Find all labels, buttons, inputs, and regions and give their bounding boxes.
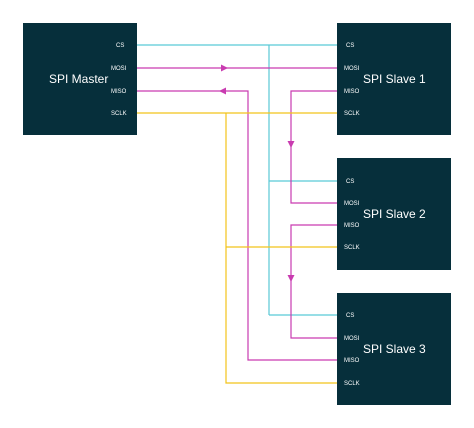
wires [137, 44, 343, 384]
spi-slave-1-title: SPI Slave 1 [363, 72, 426, 86]
slave-2-pin-cs: CS [346, 179, 354, 185]
chain-wire-slave2-to-slave3 [290, 224, 337, 339]
miso-arrow-icon [219, 87, 226, 95]
slave-1-pin-mosi: MOSI [344, 66, 360, 72]
spi-slave-2-title: SPI Slave 2 [363, 207, 426, 221]
chain-arrow-down-icon [287, 141, 295, 148]
chain-arrow-down-icon [287, 275, 295, 282]
spi-master-title: SPI Master [49, 72, 108, 86]
slave-3-pin-mosi: MOSI [344, 336, 360, 342]
slave-2-pin-sclk: SCLK [344, 245, 360, 251]
slave-1-pin-cs: CS [346, 43, 354, 49]
master-pin-cs: CS [116, 43, 124, 49]
spi-master-block: SPI Master CS MOSI MISO SCLK [23, 23, 137, 135]
spi-slave-1-box [337, 23, 451, 135]
spi-slave-2-block: SPI Slave 2 CS MOSI MISO SCLK [337, 158, 451, 270]
slave-2-pin-mosi: MOSI [344, 201, 360, 207]
chain-wire-slave1-to-slave2 [290, 90, 337, 204]
slave-3-pin-sclk: SCLK [344, 381, 360, 387]
spi-slave-2-box [337, 158, 451, 270]
master-pin-sclk: SCLK [111, 111, 127, 117]
sclk-bus-vertical [225, 113, 337, 384]
slave-1-pin-miso: MISO [344, 89, 360, 95]
spi-master-box [23, 23, 137, 135]
spi-slave-3-block: SPI Slave 3 CS MOSI MISO SCLK [337, 293, 451, 405]
miso-return-wire [137, 90, 337, 361]
mosi-arrow-icon [221, 64, 228, 72]
slave-3-pin-miso: MISO [344, 358, 360, 364]
slave-3-pin-cs: CS [346, 313, 354, 319]
slave-1-pin-sclk: SCLK [344, 111, 360, 117]
spi-slave-3-title: SPI Slave 3 [363, 342, 426, 356]
slave-2-pin-miso: MISO [344, 223, 360, 229]
master-pin-miso: MISO [111, 89, 127, 95]
master-pin-mosi: MOSI [111, 66, 127, 72]
spi-slave-1-block: SPI Slave 1 CS MOSI MISO SCLK [337, 23, 451, 135]
spi-slave-3-box [337, 293, 451, 405]
